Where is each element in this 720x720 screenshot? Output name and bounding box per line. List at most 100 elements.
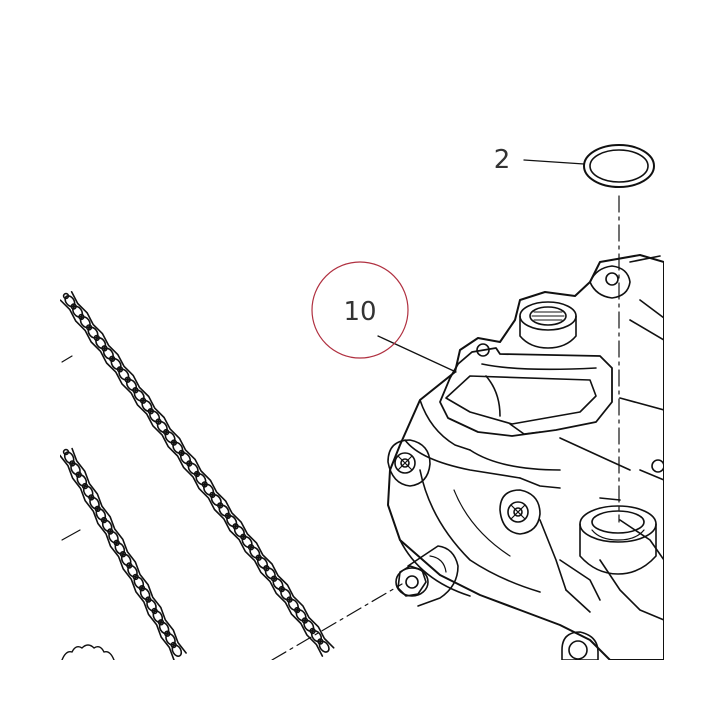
chain-link [318, 640, 330, 653]
chain-link [287, 598, 299, 611]
chain-link [89, 496, 100, 510]
chain-pin [138, 584, 146, 592]
chain-pin [157, 619, 165, 626]
chain-link [249, 546, 261, 559]
callout-2-label: 2 [494, 145, 511, 175]
chain-link [146, 598, 157, 612]
outlet-port [579, 505, 657, 575]
chain-pin [317, 638, 324, 645]
chain-pin [224, 512, 232, 519]
leader-line-2 [523, 159, 585, 165]
oil-pump-housing [387, 254, 664, 660]
chain-guide-line [61, 355, 73, 363]
chain-link [82, 485, 94, 499]
chain-pin [124, 376, 131, 383]
chain-pin [119, 550, 127, 558]
chain-pin [240, 533, 247, 540]
chain-link [64, 295, 76, 308]
chain-pin [100, 516, 108, 524]
chain-link [110, 357, 122, 371]
chain-link [164, 431, 176, 444]
chain-pin [209, 491, 216, 499]
chain-pin [126, 562, 133, 569]
chain-pin [70, 303, 77, 310]
chain-link [95, 508, 107, 521]
chain-pin [101, 345, 108, 352]
chain-pin [263, 564, 270, 572]
chain-edge [60, 454, 175, 660]
chain-link [139, 587, 151, 601]
chain-pin [301, 617, 309, 624]
chain-pin [88, 494, 95, 501]
bolt-boss-lower [561, 631, 599, 660]
chain-link [108, 530, 119, 544]
chain-link [79, 316, 91, 329]
chain-link [152, 610, 164, 623]
chain-pin [201, 481, 208, 488]
chain-pin [247, 543, 255, 551]
chain-pin [85, 324, 93, 331]
chain-pin [113, 539, 120, 546]
chain-link [72, 305, 84, 318]
chain-link [156, 420, 168, 434]
chain-link [264, 567, 276, 580]
leader-line-10 [377, 335, 457, 373]
chain-link [195, 473, 207, 486]
chain-link [280, 588, 292, 601]
chain-pin [132, 573, 139, 581]
chain-pin [62, 448, 70, 456]
chain-link [172, 441, 184, 454]
highlight-circle [311, 261, 409, 359]
chain-pin [286, 596, 293, 603]
chain-link [125, 378, 138, 392]
chain-pin [294, 606, 301, 614]
chain-pin [164, 630, 171, 637]
chain-link [233, 525, 245, 538]
chain-pin [69, 460, 76, 467]
chain-link [133, 389, 145, 402]
chain-pin [75, 471, 82, 478]
chain-pin [151, 607, 158, 615]
callout-2: 2 [494, 145, 511, 175]
chain-pin [270, 575, 278, 582]
chain-link [95, 336, 107, 350]
chain-pin [170, 641, 177, 649]
chain-link [63, 451, 75, 465]
chain-pin [170, 439, 178, 446]
inlet-opening [439, 343, 613, 437]
chain-link [241, 535, 253, 549]
chain-pin [255, 554, 262, 561]
chain-link [118, 368, 130, 381]
chain-edge [71, 447, 187, 654]
chain-link [171, 644, 183, 658]
chain-link [226, 514, 238, 528]
chain-pin [145, 596, 152, 603]
chain-link [218, 504, 230, 517]
chain-link [114, 542, 126, 555]
chain-pin [193, 470, 201, 478]
chain-link [179, 452, 192, 465]
timing-chain-upper [60, 291, 335, 657]
chain-pin [81, 482, 89, 490]
chain-pin [178, 449, 185, 457]
chain-pin [309, 627, 316, 635]
chain-pin [78, 313, 85, 321]
drive-shaft-nut [395, 545, 459, 607]
callout-10: 10 [311, 261, 409, 359]
chain-link [272, 577, 284, 591]
chain-pin [186, 460, 193, 467]
assembly-centerline-shaft [271, 583, 403, 660]
chain-link [256, 556, 269, 570]
chain-pin [132, 387, 139, 394]
chain-link [87, 326, 99, 339]
chain-pin [116, 366, 124, 373]
chain-edge [70, 291, 335, 649]
chain-pin [139, 397, 147, 404]
chain-link [187, 462, 199, 475]
chain-pin [147, 408, 155, 415]
chain-link [127, 564, 138, 578]
chain-link [120, 553, 132, 567]
chain-pin [62, 292, 70, 300]
chain-link [203, 483, 215, 496]
